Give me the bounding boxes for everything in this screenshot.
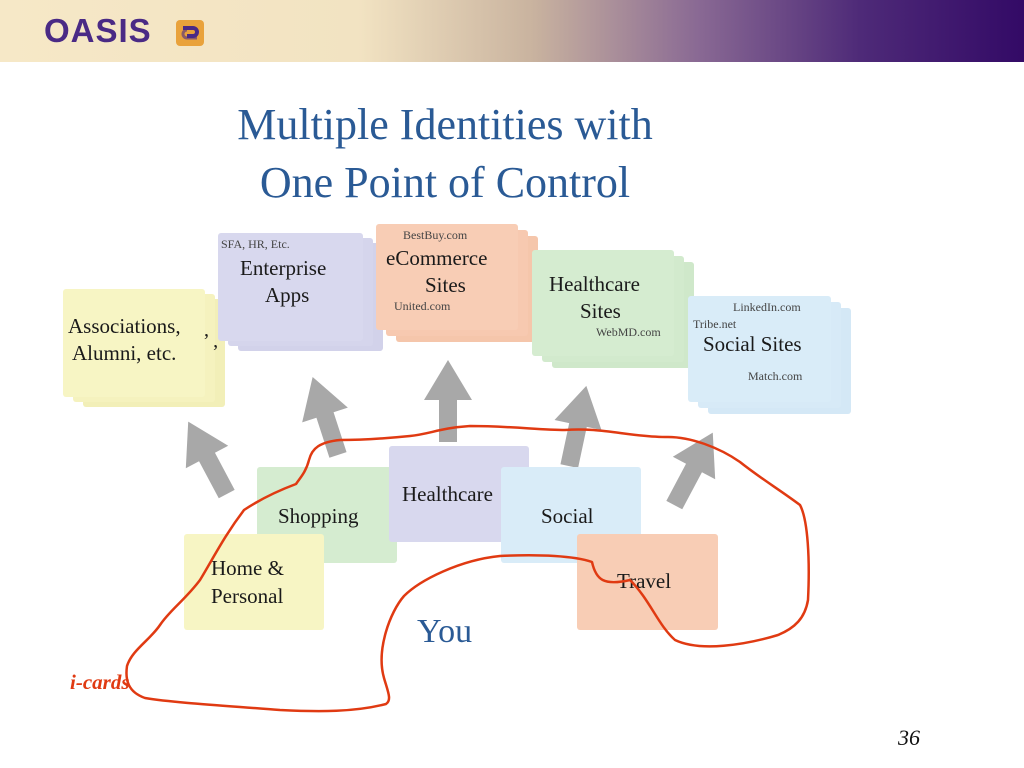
associations-label-2: Alumni, etc. xyxy=(72,341,177,365)
ecommerce-label-2: Sites xyxy=(425,273,466,297)
arrow-to-social-icon xyxy=(666,432,716,510)
associations-stray-marks: ’ , xyxy=(203,330,219,352)
arrow-to-ecommerce-icon xyxy=(424,360,472,442)
arrow-to-enterprise-icon xyxy=(302,376,348,458)
header-banner xyxy=(0,0,1024,62)
social-sites-card xyxy=(688,296,831,402)
social-sites-tag-1: LinkedIn.com xyxy=(733,300,801,314)
healthcare-sites-card xyxy=(532,250,674,356)
social-label: Social xyxy=(541,504,594,528)
enterprise-label-2: Apps xyxy=(265,283,310,307)
arrow-to-associations-icon xyxy=(185,421,235,499)
home-personal-label-2: Personal xyxy=(211,584,284,608)
slide-title: Multiple Identities with One Point of Co… xyxy=(170,96,720,212)
shopping-label: Shopping xyxy=(278,504,359,528)
slide-page-number: 36 xyxy=(898,725,920,750)
associations-card xyxy=(63,289,205,397)
oasis-logo: OASIS xyxy=(44,12,152,49)
social-sites-tag-2: Tribe.net xyxy=(693,317,737,331)
enterprise-label-1: Enterprise xyxy=(240,256,327,280)
social-sites-tag-3: Match.com xyxy=(748,369,803,383)
enterprise-tag: SFA, HR, Etc. xyxy=(221,237,290,251)
ecommerce-label-1: eCommerce xyxy=(386,246,488,270)
title-line-1: Multiple Identities with xyxy=(237,100,653,149)
healthcare-sites-label-1: Healthcare xyxy=(549,272,640,296)
associations-label-1: Associations, xyxy=(68,314,181,338)
arrow-to-healthcare-icon xyxy=(554,385,602,468)
travel-card xyxy=(577,534,718,630)
home-personal-label-1: Home & xyxy=(211,556,284,580)
ecommerce-card xyxy=(376,224,518,330)
you-label: You xyxy=(417,613,473,650)
social-sites-label: Social Sites xyxy=(703,332,802,356)
oasis-logo-mark-icon xyxy=(176,20,204,46)
healthcare-sites-tag: WebMD.com xyxy=(596,325,661,339)
ecommerce-tag-2: United.com xyxy=(394,299,451,313)
enterprise-card xyxy=(218,233,363,341)
healthcare-label: Healthcare xyxy=(402,482,493,506)
home-personal-card xyxy=(184,534,324,630)
ecommerce-tag-1: BestBuy.com xyxy=(403,228,468,242)
title-line-2: One Point of Control xyxy=(259,158,631,207)
i-cards-annotation-label: i-cards xyxy=(70,670,130,694)
healthcare-sites-label-2: Sites xyxy=(580,299,621,323)
